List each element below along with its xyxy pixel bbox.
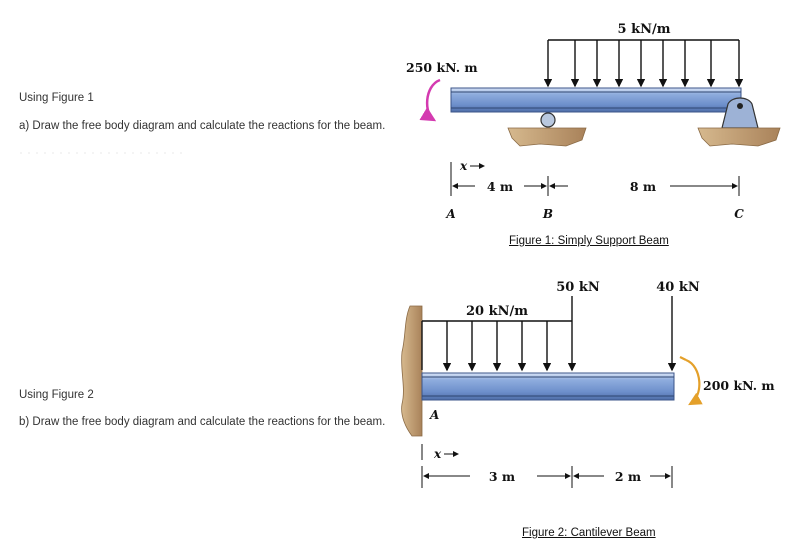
fig2-distributed-load bbox=[421, 320, 572, 372]
q2-heading: Using Figure 2 bbox=[19, 389, 94, 401]
fig2-dimension bbox=[421, 466, 673, 488]
fig2-dim-right: 2 m bbox=[615, 469, 641, 484]
fig2-point-a: A bbox=[429, 408, 439, 422]
fig2-moment-arrow bbox=[685, 358, 703, 406]
q1-task: a) Draw the free body diagram and calcul… bbox=[19, 120, 386, 132]
fig2-point-load-1-label: 50 kN bbox=[556, 280, 600, 295]
fig1-roller-support bbox=[507, 112, 587, 147]
fig1-point-a: A bbox=[445, 207, 455, 221]
fig1-distributed-load-label: 5 kN/m bbox=[618, 22, 671, 37]
figure2: 20 kN/m 50 kN 40 kN 200 kN. m A x 3 m bbox=[401, 280, 775, 488]
fig2-wall bbox=[401, 305, 423, 437]
fig1-point-b: B bbox=[542, 207, 553, 221]
fig1-moment-arrow bbox=[419, 78, 441, 122]
q1-heading: Using Figure 1 bbox=[19, 92, 94, 104]
fig1-dimension bbox=[450, 176, 740, 196]
fig1-point-c: C bbox=[734, 207, 744, 221]
fig2-x-label: x bbox=[433, 447, 442, 461]
q2-task: b) Draw the free body diagram and calcul… bbox=[19, 416, 386, 428]
fig2-moment-label: 200 kN. m bbox=[703, 378, 775, 393]
fig1-moment-label: 250 kN. m bbox=[406, 60, 478, 75]
fig1-dim-right: 8 m bbox=[630, 179, 656, 194]
fig2-point-load-2-label: 40 kN bbox=[656, 280, 700, 295]
fig1-distributed-load bbox=[543, 39, 744, 88]
fig1-x-label: x bbox=[459, 159, 468, 173]
fig1-pin-support bbox=[697, 97, 781, 147]
fig1-dim-left: 4 m bbox=[487, 179, 513, 194]
fig2-caption: Figure 2: Cantilever Beam bbox=[522, 527, 656, 539]
figure1: 5 kN/m 250 kN. m x bbox=[20, 22, 781, 221]
fig2-dim-left: 3 m bbox=[489, 469, 515, 484]
fig2-distributed-load-label: 20 kN/m bbox=[466, 304, 528, 319]
fig2-moment-arrow-tail bbox=[679, 356, 687, 361]
fig1-caption: Figure 1: Simply Support Beam bbox=[509, 235, 669, 247]
